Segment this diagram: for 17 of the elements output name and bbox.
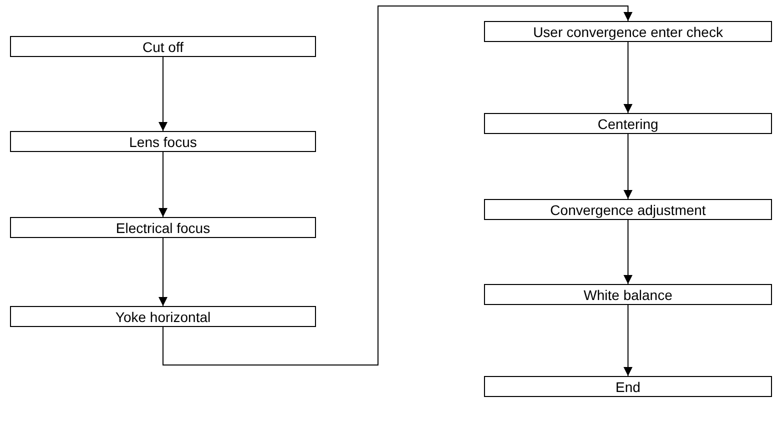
arrow: [158, 56, 168, 132]
process-box: Lens focus: [10, 131, 316, 152]
process-box: Cut off: [10, 36, 316, 57]
arrow: [624, 134, 632, 200]
arrow: [158, 238, 168, 306]
process-box: End: [484, 376, 772, 397]
arrow: [158, 152, 168, 218]
process-box: White balance: [484, 284, 772, 305]
arrow: [624, 220, 632, 284]
process-box: User convergence enter check: [484, 21, 772, 42]
process-box: Yoke horizontal: [10, 306, 316, 327]
process-box: Electrical focus: [10, 217, 316, 238]
process-box: Centering: [484, 113, 772, 134]
arrow: [624, 42, 632, 114]
arrow: [162, 6, 632, 366]
process-box: Convergence adjustment: [484, 199, 772, 220]
arrow: [624, 304, 632, 376]
